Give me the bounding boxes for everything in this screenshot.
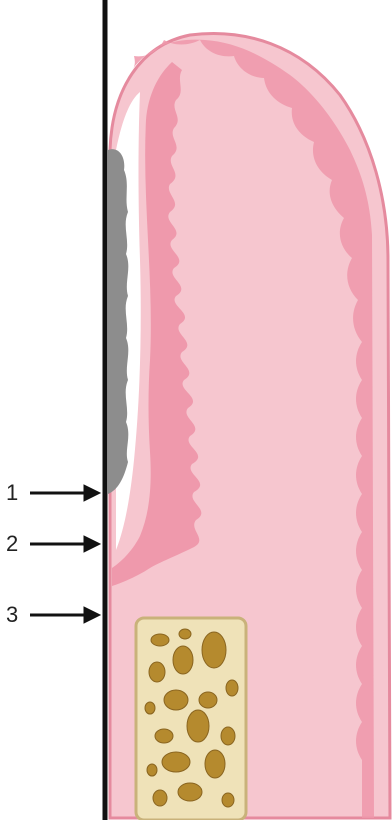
- arrow-2: [30, 536, 100, 552]
- marrow-space: [145, 702, 155, 714]
- marrow-space: [164, 690, 188, 710]
- marrow-space: [162, 752, 190, 772]
- marrow-space: [155, 729, 173, 743]
- arrow-1: [30, 485, 100, 501]
- marrow-space: [187, 710, 209, 742]
- marker-label-2: 2: [6, 533, 18, 555]
- marrow-space: [222, 793, 234, 807]
- marker-label-3: 3: [6, 604, 18, 626]
- marrow-space: [221, 727, 235, 745]
- marrow-space: [147, 764, 157, 776]
- marrow-space: [226, 680, 238, 696]
- marrow-space: [179, 629, 191, 639]
- marrow-space: [149, 662, 165, 682]
- marrow-space: [153, 790, 167, 806]
- marrow-space: [178, 783, 202, 801]
- arrow-3: [30, 607, 100, 623]
- marker-label-1: 1: [6, 482, 18, 504]
- marrow-space: [202, 632, 226, 668]
- marrow-space: [151, 634, 169, 646]
- calculus-deposit: [108, 149, 128, 494]
- marrow-space: [205, 750, 225, 778]
- marrow-space: [199, 692, 217, 708]
- marrow-space: [173, 646, 193, 674]
